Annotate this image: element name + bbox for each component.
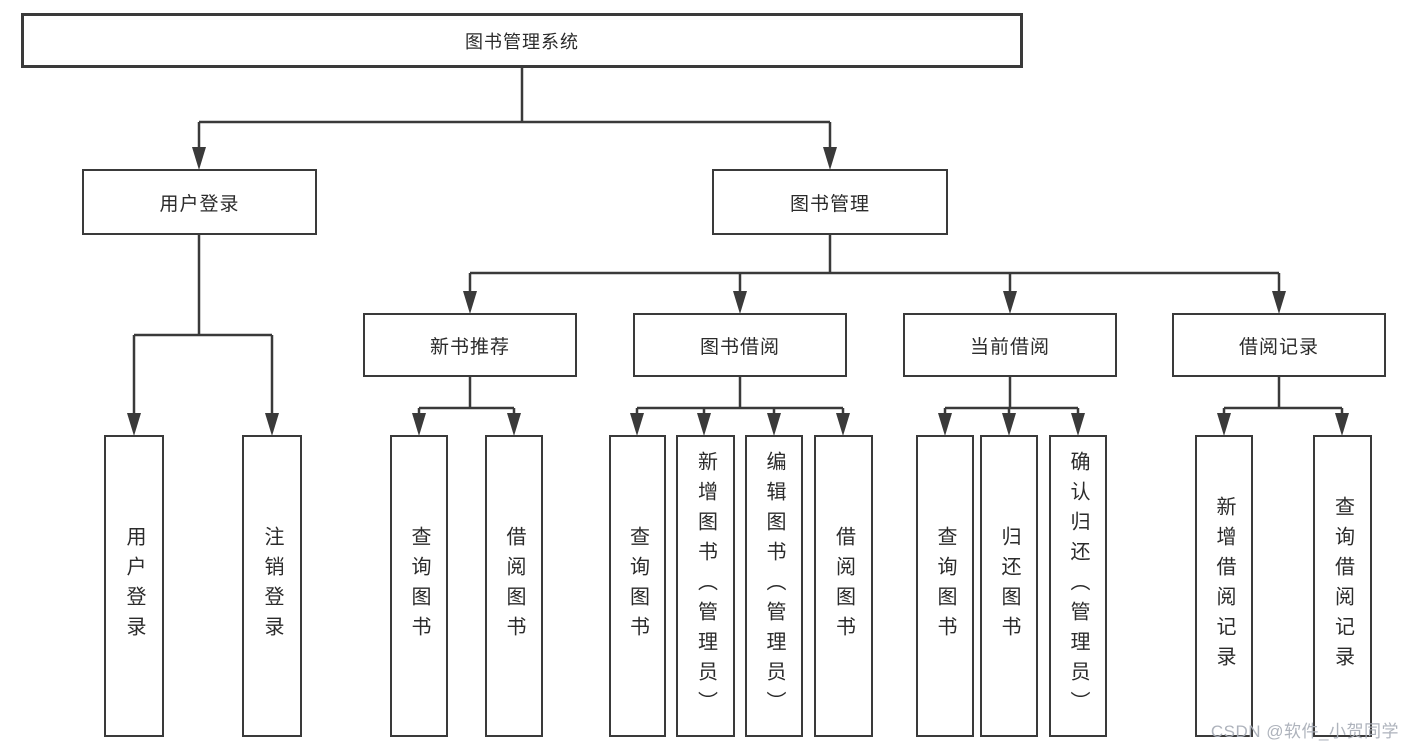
leaf-records-query-record: 查询借阅记录 bbox=[1313, 435, 1372, 737]
leaf-logout: 注销登录 bbox=[242, 435, 302, 737]
node-book-borrow: 图书借阅 bbox=[633, 313, 847, 377]
leaf-borrow-edit-books-admin: 编辑图书（管理员） bbox=[745, 435, 803, 737]
leaf-recommend-query-books: 查询图书 bbox=[390, 435, 448, 737]
leaf-current-return-books: 归还图书 bbox=[980, 435, 1038, 737]
leaf-recommend-borrow-books: 借阅图书 bbox=[485, 435, 543, 737]
node-library-management-system: 图书管理系统 bbox=[21, 13, 1023, 68]
leaf-borrow-add-books-admin: 新增图书（管理员） bbox=[676, 435, 735, 737]
node-book-management: 图书管理 bbox=[712, 169, 948, 235]
leaf-records-add-record: 新增借阅记录 bbox=[1195, 435, 1253, 737]
leaf-user-login: 用户登录 bbox=[104, 435, 164, 737]
leaf-borrow-borrow-books: 借阅图书 bbox=[814, 435, 873, 737]
node-user-login: 用户登录 bbox=[82, 169, 317, 235]
node-new-book-recommend: 新书推荐 bbox=[363, 313, 577, 377]
leaf-current-confirm-return-admin: 确认归还（管理员） bbox=[1049, 435, 1107, 737]
csdn-watermark: CSDN @软件_小贺同学 bbox=[1210, 722, 1399, 741]
node-borrow-records: 借阅记录 bbox=[1172, 313, 1386, 377]
leaf-borrow-query-books: 查询图书 bbox=[609, 435, 666, 737]
leaf-current-query-books: 查询图书 bbox=[916, 435, 974, 737]
node-current-borrow: 当前借阅 bbox=[903, 313, 1117, 377]
